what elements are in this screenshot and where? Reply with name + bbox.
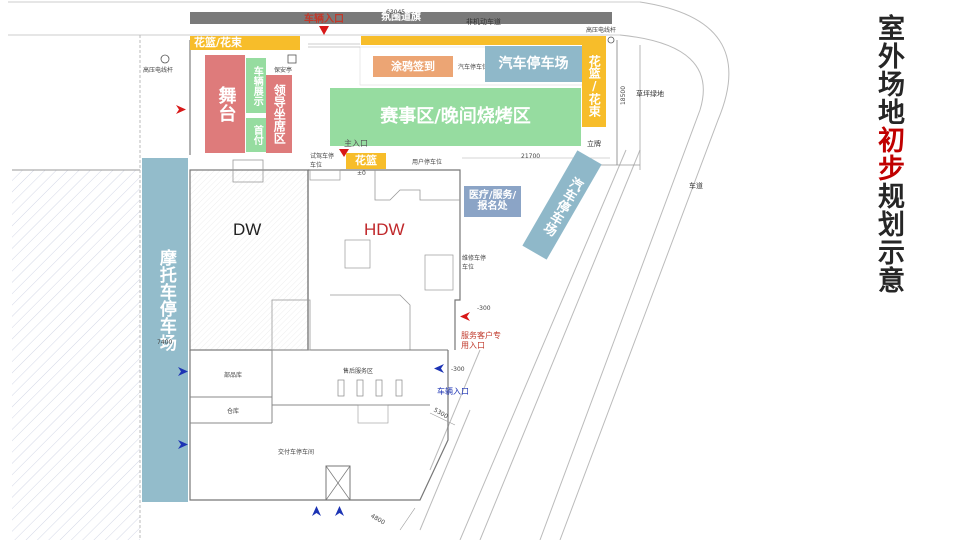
flower-basket-entrance-label: 花篮 — [355, 154, 377, 168]
car-parking-top-label: 汽车停车场 — [498, 55, 569, 72]
atmosphere-flags-label: 氛围道旗 — [381, 11, 421, 23]
test-drive-parking-label: 试驾车停车位 — [310, 153, 335, 169]
graffiti-checkin-label: 涂鸦签到 — [391, 59, 435, 73]
main-entrance-label: 主入口 — [344, 139, 368, 148]
motorcycle-parking-label: 摩托车停车场 — [155, 249, 176, 351]
red-arrow-down-main-icon — [339, 149, 349, 157]
title-highlight: 初步 — [873, 126, 904, 182]
title-part2: 规划示意 — [873, 182, 904, 294]
flower-basket-top-left: 花篮/花束 — [190, 36, 300, 50]
warehouse-label: 仓库 — [227, 408, 240, 415]
service-customer-entrance-label: 服务客户专用入口 — [461, 331, 501, 350]
blue-arrow-up-icon-1 — [312, 506, 321, 516]
vehicle-display-zone: 车辆展示 — [246, 58, 266, 113]
repair-parking-label: 维修车停车位 — [462, 255, 487, 271]
vehicle-entrance-right-label: 车辆入口 — [437, 387, 469, 396]
non-motor-lane-label: 非机动车道 — [466, 18, 501, 26]
user-parking-label: 用户停车位 — [412, 159, 443, 166]
flower-basket-right-label: 花篮/花束 — [587, 55, 602, 117]
title-part1: 室外场地 — [873, 14, 904, 126]
vehicle-display-label: 车辆展示 — [251, 65, 263, 106]
flower-basket-entrance: 花篮 — [346, 153, 386, 169]
page-title: 室外场地初步规划示意 — [868, 14, 908, 294]
motorcycle-parking-zone: 摩托车停车场 — [142, 158, 188, 502]
car-parking-space-label: 汽车停车位 — [458, 64, 489, 71]
high-voltage-pole-left-label: 高压电线杆 — [143, 67, 174, 74]
vip-seating-label: 领导坐席区 — [272, 84, 287, 144]
moto-width-dimension: 7400 — [157, 339, 173, 346]
parts-warehouse-label: 部品库 — [224, 372, 243, 379]
sign-label: 立牌 — [587, 140, 601, 148]
dw-label: DW — [233, 220, 262, 239]
red-arrow-left-icon — [460, 312, 470, 321]
blue-arrow-right-icon-2 — [178, 440, 188, 449]
event-bbq-label: 赛事区/晚间烧烤区 — [380, 105, 531, 127]
first-payment-label: 首付 — [251, 125, 263, 145]
top-width-dimension: 63045 — [386, 9, 406, 16]
high-voltage-pole-right-label: 高压电线杆 — [586, 27, 617, 34]
medical-service-label: 医疗/服务/报名处 — [468, 190, 517, 212]
hdw-label: HDW — [364, 220, 405, 239]
car-parking-top-zone: 汽车停车场 — [485, 46, 582, 82]
graffiti-checkin-zone: 涂鸦签到 — [373, 56, 453, 77]
medical-service-zone: 医疗/服务/报名处 — [464, 186, 521, 217]
blue-arrow-up-icon-2 — [335, 506, 344, 516]
level-zero-label: ±0 — [357, 170, 366, 177]
width-21700-dimension: 21700 — [521, 153, 541, 160]
delivery-garage-label: 交付车停车间 — [278, 449, 315, 456]
blue-arrow-left-icon — [434, 364, 444, 373]
offset-300-a: -300 — [477, 305, 491, 312]
offset-300-b: -300 — [451, 366, 465, 373]
first-payment-zone: 首付 — [246, 118, 266, 152]
vehicle-entrance-top-label: 车辆入口 — [304, 14, 344, 25]
event-bbq-zone: 赛事区/晚间烧烤区 — [330, 88, 581, 146]
height-18500-dimension: 18500 — [620, 85, 628, 106]
red-arrow-down-icon — [319, 26, 329, 35]
atmosphere-flags-band: 氛围道旗 — [190, 12, 612, 24]
flower-basket-right: 花篮/花束 — [582, 45, 606, 127]
flower-basket-top-left-label: 花篮/花束 — [194, 36, 243, 50]
flower-band-top-right — [361, 36, 606, 45]
lawn-label: 草坪绿地 — [636, 90, 664, 98]
stage-label: 舞台 — [215, 86, 237, 122]
after-sales-area-label: 售后服务区 — [343, 368, 374, 375]
blue-arrow-right-icon-1 — [178, 367, 188, 376]
stage-zone: 舞台 — [205, 55, 245, 153]
roadway-label: 车道 — [689, 182, 703, 190]
red-arrow-right-icon — [176, 105, 186, 114]
vip-seating-zone: 领导坐席区 — [266, 75, 292, 153]
security-booth-label: 保安亭 — [274, 67, 293, 74]
